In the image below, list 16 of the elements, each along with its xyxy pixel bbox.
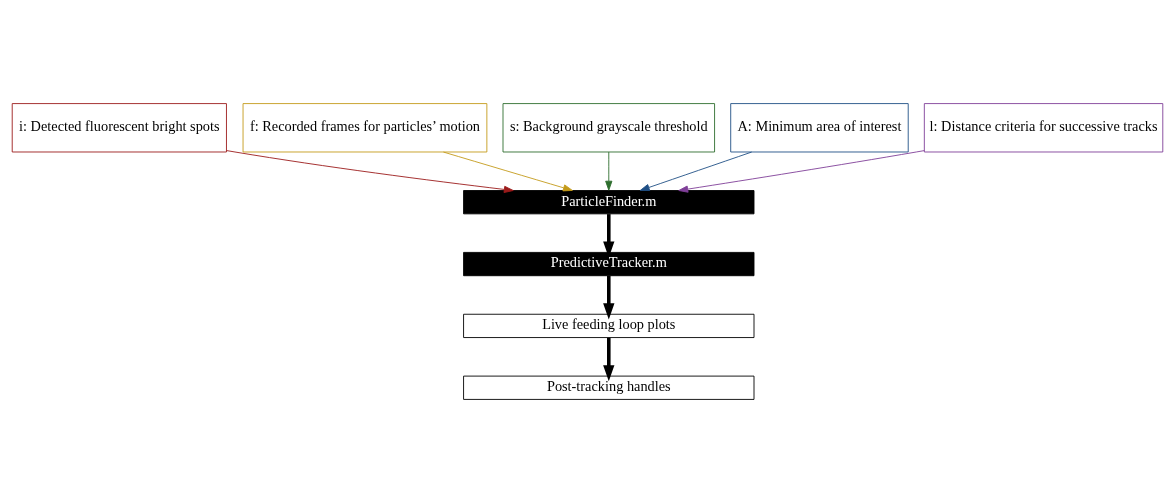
node-box: Post-tracking handles xyxy=(463,375,755,400)
arrow xyxy=(443,151,573,192)
arrow xyxy=(639,151,753,191)
arrow xyxy=(226,150,514,193)
node-box: l: Distance criteria for successive tracks xyxy=(923,103,1164,153)
node-box: f: Recorded frames for particles’ motion xyxy=(242,103,488,153)
arrow xyxy=(605,151,613,191)
node-box: i: Detected fluorescent bright spots xyxy=(11,103,227,153)
arrow xyxy=(678,150,925,193)
arrow xyxy=(603,275,615,320)
node-box: s: Background grayscale threshold xyxy=(502,103,716,153)
node-box: PredictiveTracker.m xyxy=(463,251,755,277)
node-box: ParticleFinder.m xyxy=(463,190,755,215)
node-box: Live feeding loop plots xyxy=(463,313,755,338)
arrow xyxy=(603,337,615,382)
node-box: A: Minimum area of interest xyxy=(730,103,909,153)
